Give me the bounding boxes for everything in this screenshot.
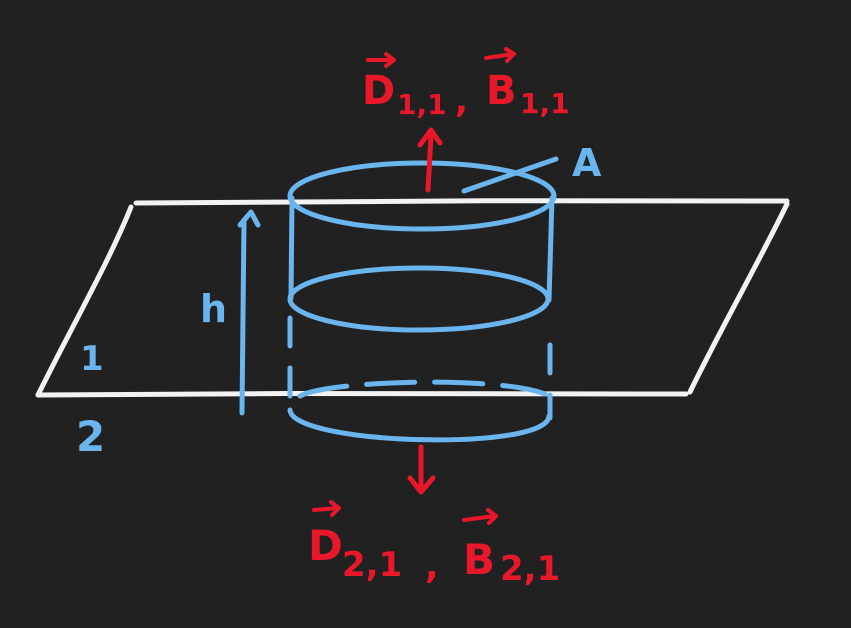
top-B-subscript: 1,1 (520, 87, 570, 120)
top-normal-arrow-shaft (425, 132, 434, 193)
bottom-D-vector-arrow (312, 500, 341, 517)
top-field-label: D 1,1 , B 1,1 (362, 47, 570, 121)
blue-labels: A h 1 2 (76, 141, 602, 461)
top-B-vector-arrow (484, 47, 516, 63)
medium-1-label: 1 (80, 339, 104, 379)
bottom-B-vector-arrow (462, 508, 498, 525)
top-separator: , (455, 81, 468, 121)
top-D-subscript: 1,1 (397, 88, 447, 121)
cylinder-bottom-front (287, 407, 552, 443)
cylinder-left-wall (288, 195, 295, 301)
bottom-field-label: D 2,1 , B 2,1 (308, 500, 560, 589)
bottom-D-subscript: 2,1 (342, 545, 402, 585)
bottom-B-subscript: 2,1 (500, 549, 560, 589)
height-label: h (200, 287, 227, 331)
field-arrows (407, 127, 443, 495)
height-dimension (237, 209, 261, 416)
height-line (239, 217, 247, 416)
height-arrow-top (237, 209, 261, 228)
bottom-normal-arrow-head (407, 475, 436, 495)
bottom-separator: , (425, 546, 439, 587)
plane-back-edge (133, 198, 790, 206)
cylinder-mid-section (287, 265, 551, 333)
medium-2-label: 2 (76, 412, 105, 461)
plane-right-edge (687, 201, 790, 395)
cylinder-bottom-back-hidden (297, 379, 548, 399)
cylinder-top-face (287, 160, 557, 232)
area-pointer-line (461, 156, 559, 194)
bottom-D-symbol: D (308, 521, 343, 570)
cylinder-right-wall (546, 195, 555, 303)
pillbox-cylinder (287, 156, 559, 443)
bottom-B-symbol: B (463, 535, 495, 584)
top-D-symbol: D (362, 68, 395, 114)
plane-left-edge (35, 204, 134, 398)
top-D-vector-arrow (366, 52, 396, 68)
interface-plane (35, 198, 790, 398)
top-B-symbol: B (486, 68, 517, 114)
plane-front-edge (35, 390, 689, 398)
area-label: A (572, 141, 602, 185)
top-normal-arrow-head (417, 127, 443, 148)
